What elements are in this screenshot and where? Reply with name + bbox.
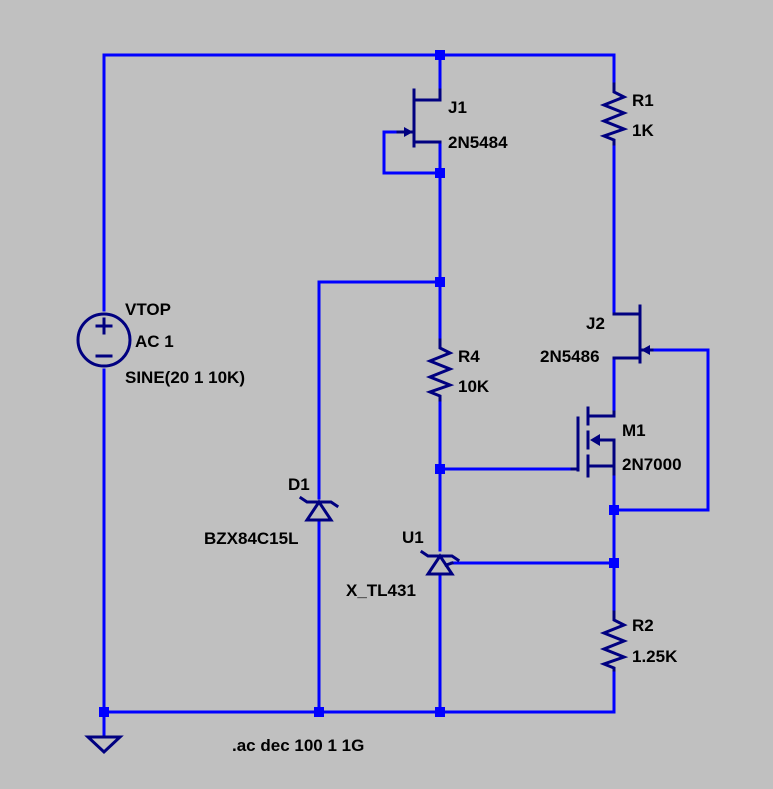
r1-value-label[interactable]: 1K [632,121,654,140]
j2-name-label[interactable]: J2 [586,314,605,333]
u1-symbol[interactable] [419,549,461,576]
node-top-j1[interactable] [435,50,445,60]
node-r4-bottom[interactable] [435,464,445,474]
d1-model-label[interactable]: BZX84C15L [204,529,298,548]
labels: VTOP AC 1 SINE(20 1 10K) J1 2N5484 R1 1K… [125,91,682,755]
ground-icon [84,735,124,755]
node-ground-d1[interactable] [314,707,324,717]
j1-symbol[interactable] [396,88,442,148]
vtop-symbol[interactable] [76,312,132,368]
junction-nodes [99,50,619,717]
wire-j2-gate-loop[interactable] [612,348,710,512]
m1-name-label[interactable]: M1 [622,421,646,440]
m1-symbol[interactable] [570,406,616,478]
u1-name-label[interactable]: U1 [402,528,424,547]
node-ground-left[interactable] [99,707,109,717]
j2-gate-arrow-icon [641,345,650,355]
r1-name-label[interactable]: R1 [632,91,654,110]
d1-name-label[interactable]: D1 [288,475,310,494]
r2-name-label[interactable]: R2 [632,616,654,635]
d1-symbol[interactable] [298,495,340,522]
node-ground-u1[interactable] [435,707,445,717]
m1-body-arrow-icon [590,434,600,446]
vtop-extra-label[interactable]: SINE(20 1 10K) [125,368,245,387]
wires [102,53,710,739]
u1-model-label[interactable]: X_TL431 [346,581,416,600]
vtop-value-label[interactable]: AC 1 [135,332,174,351]
r4-symbol[interactable] [425,338,455,402]
j1-gate-arrow-icon [404,127,413,137]
r2-symbol[interactable] [599,610,629,672]
j2-model-label[interactable]: 2N5486 [540,347,600,366]
wire-j1-gate-loop[interactable] [382,130,442,175]
j1-name-label[interactable]: J1 [448,98,467,117]
node-j1-source[interactable] [435,168,445,178]
m1-model-label[interactable]: 2N7000 [622,455,682,474]
node-m1-source[interactable] [609,505,619,515]
vtop-name-label[interactable]: VTOP [125,300,171,319]
voltage-source-icon [76,312,132,368]
r4-name-label[interactable]: R4 [458,347,480,366]
j1-model-label[interactable]: 2N5484 [448,133,508,152]
j2-symbol[interactable] [612,304,654,364]
wire-d1-cathode[interactable] [317,280,442,500]
r1-symbol[interactable] [599,82,629,146]
r2-value-label[interactable]: 1.25K [632,647,678,666]
spice-directive[interactable]: .ac dec 100 1 1G [232,736,364,755]
node-r4-top[interactable] [435,277,445,287]
node-u1-ref[interactable] [609,558,619,568]
r4-value-label[interactable]: 10K [458,377,490,396]
